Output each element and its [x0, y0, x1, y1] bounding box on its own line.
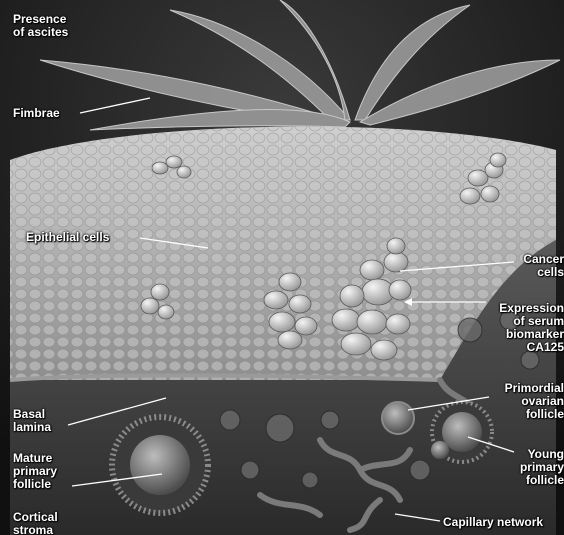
label-ascites: Presence of ascites: [13, 13, 68, 39]
label-cortical-stroma: Cortical stroma: [13, 511, 58, 535]
label-young-follicle: Young primary follicle: [520, 448, 564, 487]
label-basal-lamina: Basal lamina: [13, 408, 51, 434]
label-capillary-network: Capillary network: [443, 516, 543, 529]
label-cancer-cells: Cancer cells: [523, 253, 564, 279]
label-ca125-expression: Expression of serum biomarker CA125: [499, 302, 564, 354]
label-mature-follicle: Mature primary follicle: [13, 452, 57, 491]
label-fimbrae: Fimbrae: [13, 107, 60, 120]
label-epithelial-cells: Epithelial cells: [26, 231, 109, 244]
primordial-follicle-shape: [382, 402, 414, 434]
label-primordial-follicle: Primordial ovarian follicle: [505, 382, 564, 421]
